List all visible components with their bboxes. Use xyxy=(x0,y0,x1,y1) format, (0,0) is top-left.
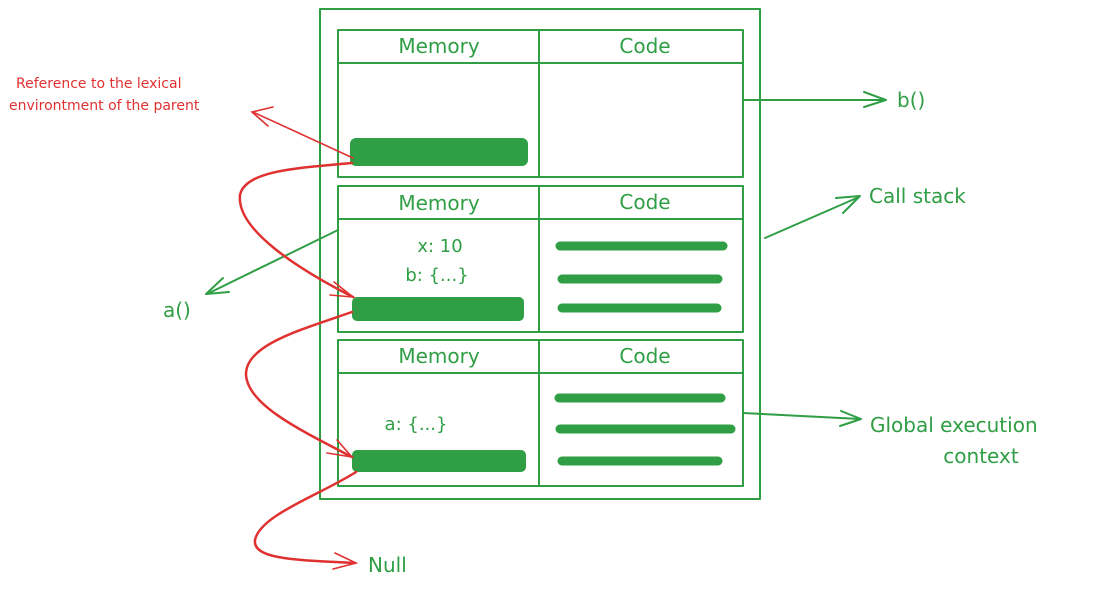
call-stack-box xyxy=(319,8,761,500)
b-function-label: b() xyxy=(897,88,925,112)
global-context-arrow xyxy=(742,410,862,427)
b-context-box xyxy=(337,29,744,178)
global-lexical-reference-bar xyxy=(352,450,526,472)
a-lexical-reference-bar xyxy=(352,297,524,321)
null-label: Null xyxy=(368,553,407,577)
lexical-chain-global-to-null xyxy=(253,470,359,570)
global-context-label-line1: Global execution xyxy=(870,413,1038,437)
reference-annotation-arrow xyxy=(250,106,354,159)
a-function-label: a() xyxy=(163,298,191,322)
lexical-chain-b-to-a xyxy=(238,161,356,299)
a-function-arrow xyxy=(205,229,339,295)
global-memory-var-a: a: {...} xyxy=(385,414,448,435)
a-code-header: Code xyxy=(619,190,670,214)
global-context-label-line2: context xyxy=(943,444,1019,468)
global-memory-header: Memory xyxy=(398,344,480,368)
call-stack-arrow xyxy=(764,195,861,239)
a-context-box xyxy=(337,185,744,333)
b-function-arrow xyxy=(742,91,887,108)
call-stack-label: Call stack xyxy=(869,184,966,208)
a-memory-var-b: b: {...} xyxy=(405,265,468,286)
b-execution-context: Memory Code xyxy=(337,29,744,178)
b-code-header: Code xyxy=(619,34,670,58)
b-lexical-reference-bar xyxy=(350,138,528,166)
a-memory-var-x: x: 10 xyxy=(417,236,462,257)
b-memory-header: Memory xyxy=(398,34,480,58)
reference-label-line1: Reference to the lexical xyxy=(16,76,181,92)
a-memory-header: Memory xyxy=(398,191,480,215)
lexical-chain-a-to-global xyxy=(244,310,355,459)
reference-label-line2: environtment of the parent xyxy=(9,98,200,114)
global-code-header: Code xyxy=(619,344,670,368)
global-execution-context: Memory Code a: {...} xyxy=(337,339,744,487)
a-execution-context: Memory Code x: 10 b: {...} xyxy=(337,185,744,333)
